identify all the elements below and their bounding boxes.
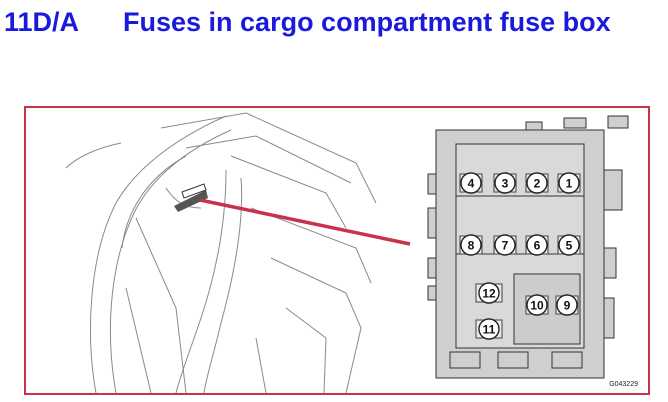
fuse-1: 1: [557, 172, 581, 194]
fuse-label: 5: [566, 239, 573, 253]
fuse-6: 6: [525, 234, 549, 256]
fuse-5: 5: [557, 234, 581, 256]
fuse-2: 2: [525, 172, 549, 194]
fuse-label: 10: [530, 299, 544, 313]
figure-frame: 4 3 2 1 8: [24, 106, 650, 395]
fuse-box-illustration: 4 3 2 1 8: [65, 112, 638, 393]
fuse-7: 7: [493, 234, 517, 256]
fuse-label: 6: [534, 239, 541, 253]
fuse-label: 2: [534, 177, 541, 191]
fuse-label: 11: [483, 323, 496, 337]
fuse-label: 7: [502, 239, 509, 253]
fuse-label: 8: [468, 239, 475, 253]
fuse-9: 9: [555, 294, 579, 316]
fuse-label: 12: [482, 287, 496, 301]
fuse-label: 3: [502, 177, 509, 191]
fuse-8: 8: [459, 234, 483, 256]
fuse-label: 1: [566, 177, 573, 191]
fuse-label: 4: [468, 177, 475, 191]
fuse-grid: 4 3 2 1 8: [459, 172, 581, 340]
fuse-10: 10: [525, 294, 549, 316]
fuse-12: 12: [475, 282, 503, 304]
fuse-label: 9: [564, 299, 571, 313]
section-title: Fuses in cargo compartment fuse box: [123, 7, 611, 37]
fuse-4: 4: [459, 172, 483, 194]
figure-code: G043229: [609, 381, 638, 388]
fuse-box-location-marker: [174, 183, 208, 212]
cargo-compartment-drawing: [65, 112, 377, 393]
fuse-11: 11: [475, 318, 503, 340]
pointer-line: [199, 198, 411, 246]
fuse-3: 3: [493, 172, 517, 194]
section-number: 11D/A: [4, 7, 80, 37]
